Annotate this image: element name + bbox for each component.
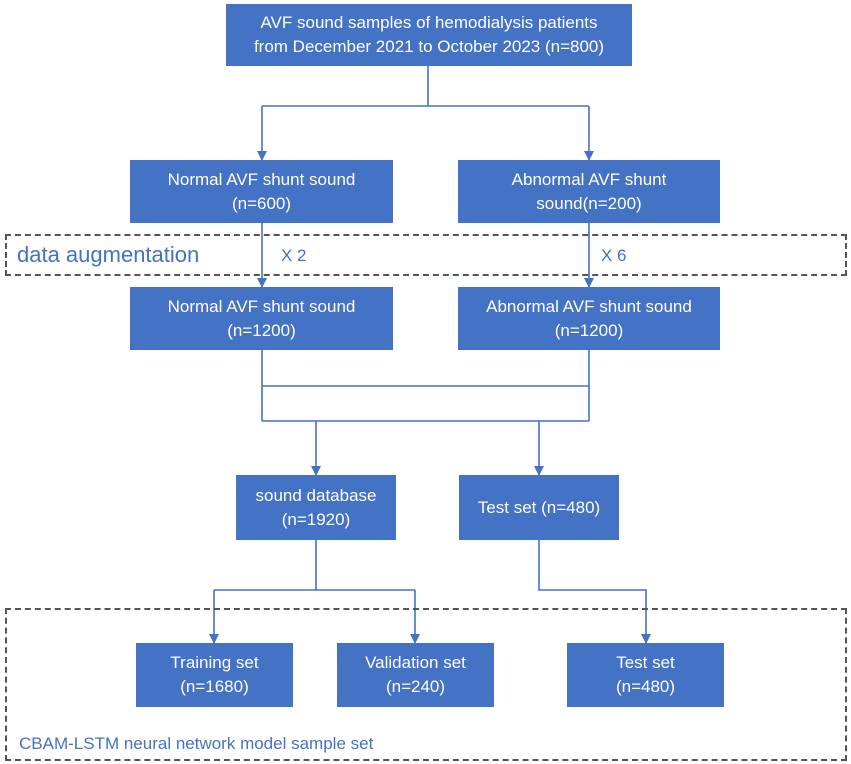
sound-database-line1: sound database — [255, 485, 377, 505]
source-samples-line2: from December 2021 to October 2023 (n=80… — [253, 37, 605, 56]
test-set-final-line1: Test set — [616, 653, 675, 672]
normal-augmented-line1: Normal AVF shunt sound — [167, 296, 356, 316]
augmentation-label: data augmentation — [17, 242, 200, 267]
training-set-box: Training set (n=1680) — [136, 643, 293, 707]
connector-database-split — [214, 540, 415, 591]
abnormal-augmented-box: Abnormal AVF shunt sound (n=1200) — [458, 287, 720, 350]
model-sample-set-caption: CBAM-LSTM neural network model sample se… — [19, 734, 374, 753]
source-samples-box: AVF sound samples of hemodialysis patien… — [226, 4, 632, 66]
normal-raw-line2: (n=600) — [231, 193, 292, 213]
normal-augmented-line2: (n=1200) — [227, 320, 296, 340]
connector-merge — [261, 350, 590, 422]
connector-source-split — [262, 66, 589, 107]
abnormal-augmented-line2: (n=1200) — [554, 320, 624, 340]
test-set-final-line2: (n=480) — [615, 677, 676, 696]
test-set-pool-line1: Test set (n=480) — [477, 497, 601, 517]
validation-set-line1: Validation set — [365, 653, 466, 672]
test-set-final-box: Test set (n=480) — [567, 643, 724, 707]
source-samples-line1: AVF sound samples of hemodialysis patien… — [260, 13, 598, 32]
augmentation-factor-abnormal: X 6 — [601, 246, 627, 265]
training-set-line2: (n=1680) — [180, 677, 249, 696]
abnormal-raw-line1: Abnormal AVF shunt — [511, 169, 667, 189]
model-sample-set-group — [5, 608, 847, 761]
arrow-to-test-set-final — [538, 540, 651, 644]
abnormal-raw-box: Abnormal AVF shunt sound(n=200) — [458, 160, 720, 223]
test-set-pool-box: Test set (n=480) — [459, 475, 619, 540]
normal-raw-line1: Normal AVF shunt sound — [167, 169, 356, 189]
abnormal-raw-line2: sound(n=200) — [536, 193, 642, 213]
sound-database-line2: (n=1920) — [281, 509, 351, 529]
normal-raw-box: Normal AVF shunt sound (n=600) — [130, 160, 393, 223]
training-set-line1: Training set — [170, 653, 259, 672]
normal-augmented-box: Normal AVF shunt sound (n=1200) — [130, 287, 393, 350]
sound-database-box: sound database (n=1920) — [236, 475, 396, 540]
augmentation-factor-normal: X 2 — [281, 246, 307, 265]
validation-set-box: Validation set (n=240) — [337, 643, 494, 707]
augmentation-group — [5, 234, 847, 276]
validation-set-line2: (n=240) — [385, 677, 446, 696]
abnormal-augmented-line1: Abnormal AVF shunt sound — [486, 296, 692, 316]
